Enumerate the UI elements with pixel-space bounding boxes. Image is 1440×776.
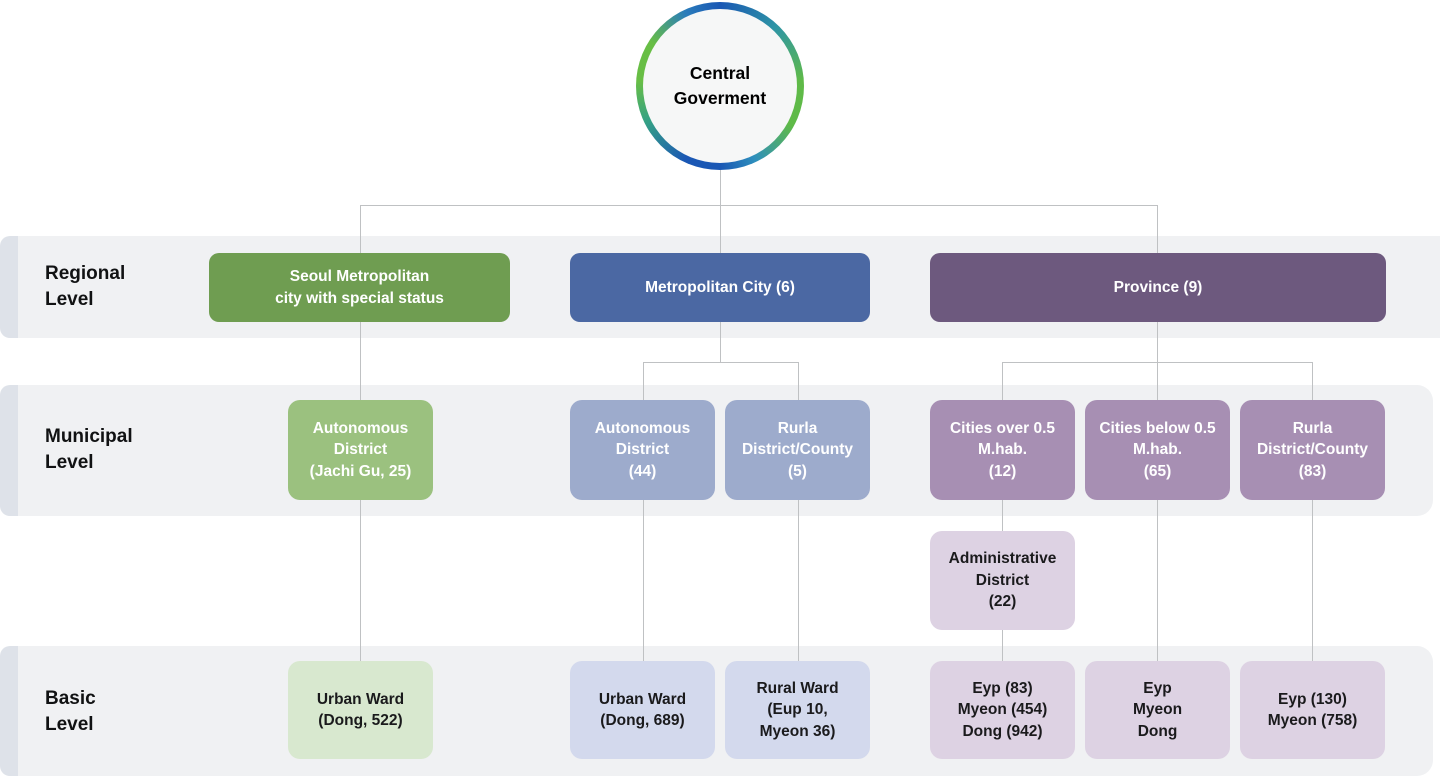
- level-label-basic: Basic Level: [45, 688, 96, 735]
- node-cities-below-05-mhab: Cities below 0.5 M.hab. (65): [1085, 400, 1230, 500]
- band-municipal-accent-tab: [0, 385, 18, 516]
- connector-province-horizontal: [1002, 362, 1312, 363]
- node-rural-ward-eup-myeon: Rural Ward (Eup 10, Myeon 36): [725, 661, 870, 759]
- level-label-municipal: Municipal Level: [45, 426, 133, 473]
- node-urban-ward-dong-689: Urban Ward (Dong, 689): [570, 661, 715, 759]
- node-province: Province (9): [930, 253, 1386, 322]
- node-urban-ward-dong-522: Urban Ward (Dong, 522): [288, 661, 433, 759]
- connector-metro-child-2: [798, 362, 799, 661]
- node-seoul-metropolitan-city: Seoul Metropolitan city with special sta…: [209, 253, 510, 322]
- connector-metro-child-1: [643, 362, 644, 661]
- connector-top-horizontal: [360, 205, 1158, 206]
- node-rural-district-county-83: Rurla District/County (83): [1240, 400, 1385, 500]
- node-autonomous-district-44: Autonomous District (44): [570, 400, 715, 500]
- central-government-node: Central Goverment: [636, 2, 804, 170]
- connector-metro-horizontal: [643, 362, 798, 363]
- connector-central-drop: [720, 170, 721, 205]
- node-administrative-district: Administrative District (22): [930, 531, 1075, 630]
- node-rural-district-county-5: Rurla District/County (5): [725, 400, 870, 500]
- node-metropolitan-city: Metropolitan City (6): [570, 253, 870, 322]
- node-autonomous-district-jachi-gu: Autonomous District (Jachi Gu, 25): [288, 400, 433, 500]
- node-cities-over-05-mhab: Cities over 0.5 M.hab. (12): [930, 400, 1075, 500]
- level-label-regional: Regional Level: [45, 263, 126, 310]
- node-eup-myeon-counts: Eyp (130) Myeon (758): [1240, 661, 1385, 759]
- connector-province-child-3: [1312, 362, 1313, 661]
- node-eup-myeon-dong-counts: Eyp (83) Myeon (454) Dong (942): [930, 661, 1075, 759]
- band-regional-accent-tab: [0, 236, 18, 338]
- node-eup-myeon-dong: Eyp Myeon Dong: [1085, 661, 1230, 759]
- band-basic-accent-tab: [0, 646, 18, 776]
- connector-province-child-1: [1002, 362, 1003, 661]
- central-government-label: Central Goverment: [643, 9, 797, 163]
